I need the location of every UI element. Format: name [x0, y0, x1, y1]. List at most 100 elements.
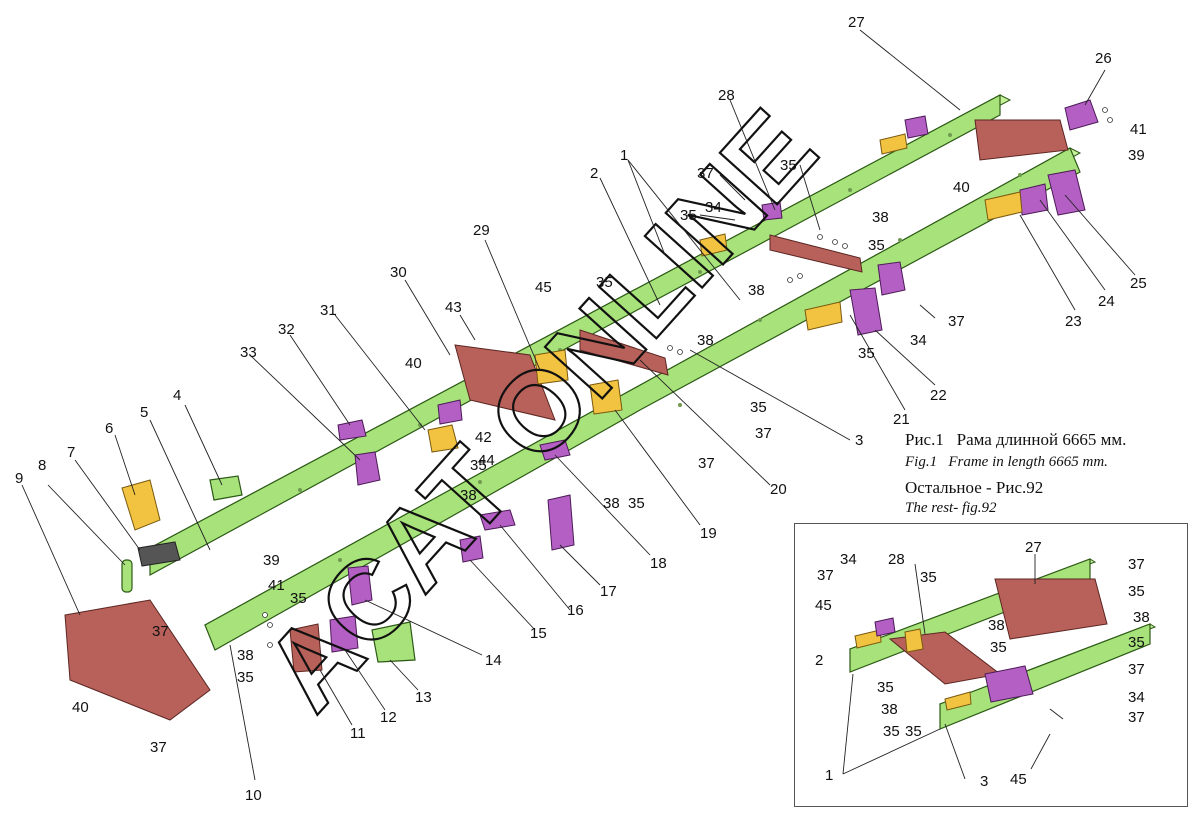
inset-callout-34b: 34 — [1128, 689, 1145, 706]
bracket-32 — [337, 419, 367, 441]
callout-16: 16 — [567, 602, 584, 619]
inset-callout-3: 3 — [980, 773, 988, 790]
callout-27: 27 — [848, 14, 865, 31]
callout-33: 33 — [240, 344, 257, 361]
callout-13: 13 — [415, 689, 432, 706]
mount-31 — [427, 424, 459, 453]
callout-35i: 35 — [290, 590, 307, 607]
callout-35g: 35 — [628, 495, 645, 512]
bracket-26 — [1064, 99, 1099, 131]
callout-40c: 40 — [72, 699, 89, 716]
callout-38d: 38 — [460, 487, 477, 504]
callout-32: 32 — [278, 321, 295, 338]
callout-38: 38 — [872, 209, 889, 226]
bracket-25 — [1047, 169, 1086, 216]
callout-29: 29 — [473, 222, 490, 239]
bracket-24 — [1019, 183, 1049, 216]
callout-37d: 37 — [698, 455, 715, 472]
crossmember-43 — [454, 344, 556, 421]
caption-ru-title: Рама длинной 6665 мм. — [956, 430, 1127, 449]
inset-callout-37d: 37 — [1128, 709, 1145, 726]
inset-leaders — [842, 554, 1064, 780]
callout-35d: 35 — [596, 274, 613, 291]
inset-callout-37c: 37 — [1128, 661, 1145, 678]
leader-lines — [21, 29, 1136, 781]
caption-ru-fig: Рис.1 — [905, 430, 944, 449]
bracket-30 — [437, 399, 463, 425]
inset-callout-2: 2 — [815, 652, 823, 669]
bracket-top-28 — [904, 115, 929, 139]
caption-en-title: Frame in length 6665 mm. — [948, 454, 1108, 470]
inset-callout-37b: 37 — [1128, 556, 1145, 573]
crossmember-29 — [579, 329, 669, 376]
callout-41b: 41 — [268, 577, 285, 594]
callout-6: 6 — [105, 420, 113, 437]
inset-callout-35d: 35 — [1128, 634, 1145, 651]
caption-rest-en: The rest- fig.92 — [905, 500, 997, 516]
callout-41: 41 — [1130, 121, 1147, 138]
bracket-16 — [479, 509, 516, 531]
plate-8 — [137, 541, 181, 567]
callout-39b: 39 — [263, 552, 280, 569]
inset-pad-left — [854, 629, 882, 649]
bracket-34 — [761, 201, 783, 221]
callout-40: 40 — [953, 179, 970, 196]
callout-44: 44 — [478, 452, 495, 469]
bracket-18 — [539, 439, 571, 461]
callout-40b: 40 — [405, 355, 422, 372]
callout-8: 8 — [38, 457, 46, 474]
callout-24: 24 — [1098, 293, 1115, 310]
inset-pad-28 — [904, 628, 924, 653]
callout-34b: 34 — [910, 332, 927, 349]
tow-hook-9 — [121, 559, 133, 593]
inset-detail-box: 37 34 28 35 27 37 35 45 38 38 2 35 35 35… — [794, 523, 1188, 807]
bracket-33 — [354, 451, 381, 486]
inset-crossmember-27 — [994, 578, 1108, 640]
caption-en-fig: Fig.1 — [905, 454, 938, 470]
callout-22: 22 — [930, 387, 947, 404]
callout-35j: 35 — [237, 669, 254, 686]
callout-35c: 35 — [868, 237, 885, 254]
callout-38c: 38 — [697, 332, 714, 349]
caption-rest-ru: Остальное - Рис.92 — [905, 478, 1044, 497]
callout-37b: 37 — [948, 313, 965, 330]
inset-right-rail — [939, 623, 1151, 730]
callout-31: 31 — [320, 302, 337, 319]
callout-15: 15 — [530, 625, 547, 642]
inset-callout-35f: 35 — [883, 723, 900, 740]
callout-3: 3 — [855, 432, 863, 449]
bracket-17 — [547, 494, 575, 551]
callout-37f: 37 — [150, 739, 167, 756]
inset-callout-35b: 35 — [1128, 583, 1145, 600]
callout-11: 11 — [350, 725, 366, 742]
callout-39: 39 — [1128, 147, 1145, 164]
callout-35e: 35 — [750, 399, 767, 416]
callout-25: 25 — [1130, 275, 1147, 292]
callout-35f: 35 — [858, 345, 875, 362]
callout-35b: 35 — [780, 157, 797, 174]
callout-37c: 37 — [755, 425, 772, 442]
inset-callout-1: 1 — [825, 767, 833, 784]
callout-20: 20 — [770, 481, 787, 498]
bracket-13 — [371, 621, 416, 663]
callout-4: 4 — [173, 387, 181, 404]
inset-bracket-34 — [874, 617, 896, 637]
callout-43: 43 — [445, 299, 462, 316]
callout-21: 21 — [893, 411, 910, 428]
callout-labels: 1 2 3 4 5 6 7 8 9 10 11 12 13 14 15 16 1… — [15, 14, 1147, 804]
pad-mid-left — [699, 233, 728, 257]
inset-callout-38a: 38 — [988, 617, 1005, 634]
inset-callout-35a: 35 — [920, 569, 937, 586]
inset-callout-37a: 37 — [817, 567, 834, 584]
callout-19: 19 — [700, 525, 717, 542]
inset-callout-35g: 35 — [905, 723, 922, 740]
callout-7: 7 — [67, 444, 75, 461]
callout-17: 17 — [600, 583, 617, 600]
bracket-21 — [877, 261, 906, 296]
callout-45: 45 — [535, 279, 552, 296]
inset-callout-34a: 34 — [840, 551, 857, 568]
front-crossmember-9 — [64, 599, 211, 721]
callout-42: 42 — [475, 429, 492, 446]
callout-23: 23 — [1065, 313, 1082, 330]
